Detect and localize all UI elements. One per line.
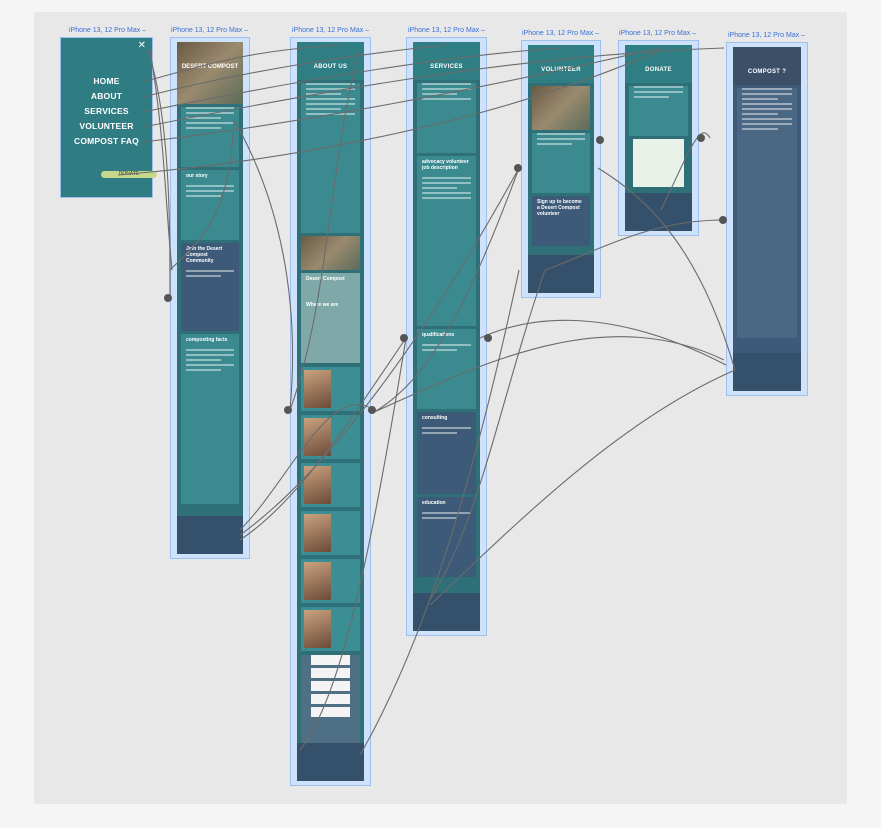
footer [177, 516, 243, 554]
frame-services[interactable]: SERVICES advocacy volunteer job descript… [406, 37, 487, 636]
join-heading: Join the Desert Compost Community [186, 246, 223, 264]
faq-screen: COMPOST ? [733, 47, 801, 391]
hero-image: DESERT COMPOST [177, 42, 243, 104]
connection-node[interactable] [484, 334, 492, 342]
menu-item-about[interactable]: ABOUT [90, 91, 123, 101]
education-heading: education [422, 500, 446, 506]
signup-heading: Sign up to become a Desert Compost volun… [537, 199, 582, 217]
connection-node[interactable] [284, 406, 292, 414]
join-section: Join the Desert Compost Community [181, 243, 239, 331]
qualifications-section: qualifications [417, 329, 476, 409]
footer [625, 193, 692, 231]
menu-item-volunteer[interactable]: VOLUNTEER [79, 121, 134, 131]
donate-button[interactable]: DONATE [101, 171, 157, 178]
frame-menu[interactable]: ✕ HOME ABOUT SERVICES VOLUNTEER COMPOST … [60, 37, 157, 198]
connection-node[interactable] [719, 216, 727, 224]
connection-node[interactable] [368, 406, 376, 414]
volunteer-screen: VOLUNTEER Sign up to become a Desert Com… [528, 45, 594, 293]
frame-label[interactable]: iPhone 13, 12 Pro Max – [69, 27, 147, 34]
frame-label[interactable]: iPhone 13, 12 Pro Max – [171, 27, 249, 34]
team-card [301, 559, 360, 603]
connection-node[interactable] [164, 294, 172, 302]
intro-block [181, 107, 239, 167]
frame-donate[interactable]: DONATE [618, 40, 699, 236]
frame-home[interactable]: DESERT COMPOST our story Join the Desert… [170, 37, 250, 559]
connection-node[interactable] [514, 164, 522, 172]
story-heading: our story [186, 173, 208, 179]
page-title: ABOUT US [297, 42, 364, 80]
menu-item-home[interactable]: HOME [93, 76, 120, 86]
about-image [301, 236, 360, 270]
advocacy-section: advocacy volunteer job description [417, 156, 476, 326]
page-title: SERVICES [413, 42, 480, 80]
frame-faq[interactable]: COMPOST ? [726, 42, 808, 396]
team-card [301, 415, 360, 459]
frame-volunteer[interactable]: VOLUNTEER Sign up to become a Desert Com… [521, 40, 601, 298]
advocacy-intro [417, 83, 476, 153]
page-title: DONATE [625, 45, 692, 83]
frame-label[interactable]: iPhone 13, 12 Pro Max – [619, 30, 697, 37]
signup-section: Sign up to become a Desert Compost volun… [532, 196, 590, 246]
menu-screen: ✕ HOME ABOUT SERVICES VOLUNTEER COMPOST … [61, 38, 157, 197]
consulting-heading: consulting [422, 415, 448, 421]
story-section: our story [181, 170, 239, 240]
education-section: education [417, 497, 476, 577]
volunteer-text [532, 133, 590, 193]
partners-section [301, 655, 360, 745]
connection-node[interactable] [697, 134, 705, 142]
home-screen: DESERT COMPOST our story Join the Desert… [177, 42, 243, 554]
connection-node[interactable] [400, 334, 408, 342]
footer [297, 743, 364, 781]
footer [413, 593, 480, 631]
facts-heading: composting facts [186, 337, 228, 343]
about-screen: ABOUT US Desert Compost Where we are [297, 42, 364, 781]
team-card [301, 463, 360, 507]
frame-label[interactable]: iPhone 13, 12 Pro Max – [408, 27, 486, 34]
faq-text [737, 88, 797, 338]
close-icon[interactable]: ✕ [137, 40, 146, 51]
frame-about[interactable]: ABOUT US Desert Compost Where we are [290, 37, 371, 786]
page-title: VOLUNTEER [528, 45, 594, 83]
hero-title: DESERT COMPOST [181, 64, 239, 70]
qualifications-heading: qualifications [422, 332, 455, 338]
facts-section: composting facts [181, 334, 239, 504]
page-title: COMPOST ? [733, 47, 801, 85]
frame-label[interactable]: iPhone 13, 12 Pro Max – [728, 32, 806, 39]
services-screen: SERVICES advocacy volunteer job descript… [413, 42, 480, 631]
frame-label[interactable]: iPhone 13, 12 Pro Max – [292, 27, 370, 34]
donate-screen: DONATE [625, 45, 692, 231]
menu-item-compost-faq[interactable]: COMPOST FAQ [73, 136, 139, 146]
donate-form[interactable] [633, 139, 684, 187]
donate-text [629, 86, 688, 136]
frame-label[interactable]: iPhone 13, 12 Pro Max – [522, 30, 600, 37]
footer [733, 353, 801, 391]
volunteer-image [532, 86, 590, 130]
where-heading: Where we are [306, 302, 339, 308]
connection-node[interactable] [596, 136, 604, 144]
team-card [301, 511, 360, 555]
team-card [301, 367, 360, 411]
footer [528, 255, 594, 293]
about-text [301, 83, 360, 233]
org-name: Desert Compost [306, 276, 345, 282]
team-card [301, 607, 360, 651]
advocacy-heading: advocacy volunteer job description [422, 159, 469, 171]
consulting-section: consulting [417, 412, 476, 494]
map-section: Desert Compost Where we are [301, 273, 360, 363]
menu-item-services[interactable]: SERVICES [84, 106, 129, 116]
